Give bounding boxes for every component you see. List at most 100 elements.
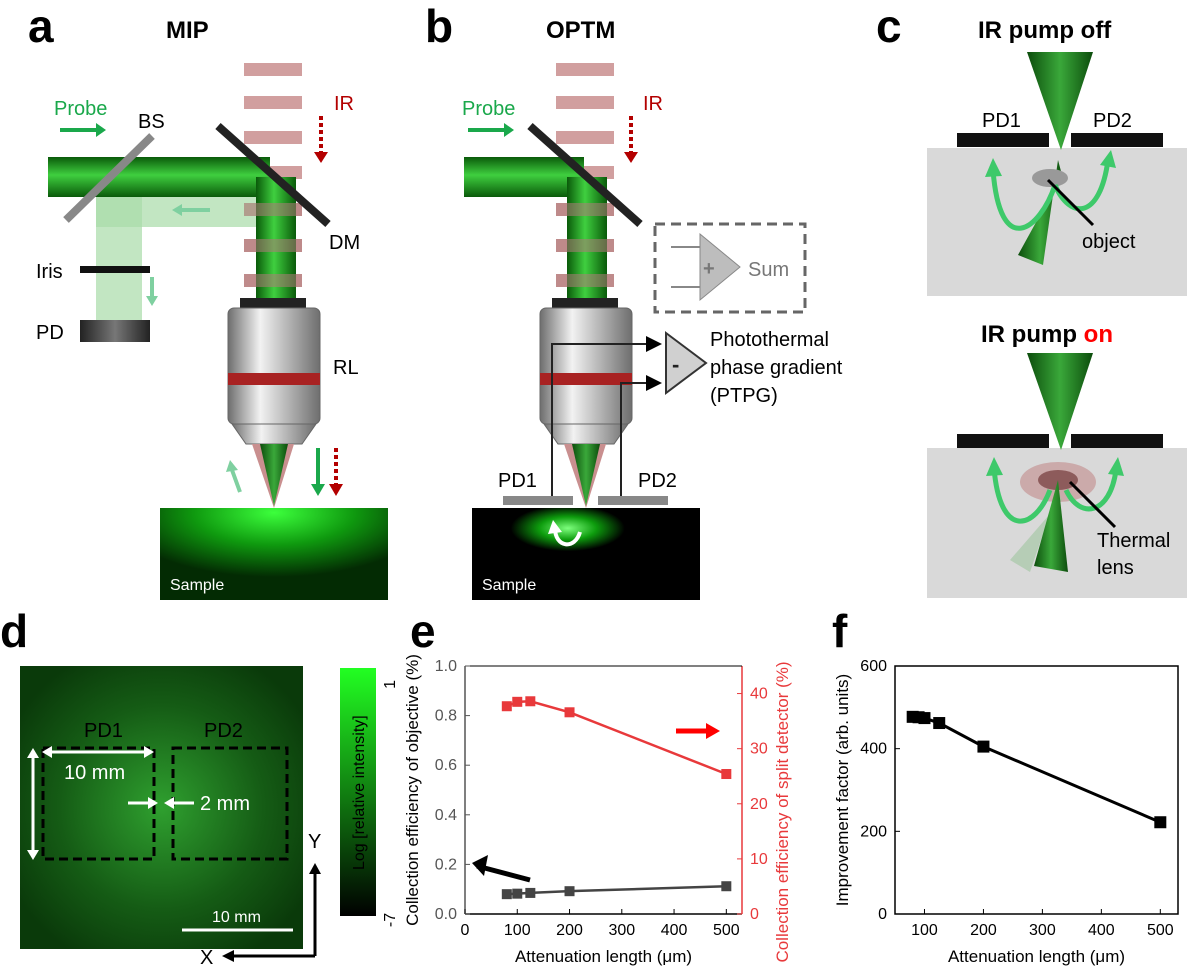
rl-label: RL [333,357,359,379]
y-tick-label-f: 600 [860,658,887,675]
y-tick-label-f: 200 [860,823,887,840]
data-point-e-0 [525,887,536,898]
pd1-label-c: PD1 [982,110,1021,132]
series-line-e-0 [506,884,727,896]
dichroic-mirror [215,123,331,227]
pd-label: PD [36,322,64,344]
svg-text:+: + [703,258,715,280]
bs-label: BS [138,111,165,133]
x-tick-label-f: 300 [1029,922,1056,939]
y-tick-label-e: 0.4 [435,807,457,824]
colorbar-min: -7 [382,913,399,927]
size-label: 10 mm [64,762,125,784]
x-tick-label-e: 200 [556,922,583,939]
data-point-e-1 [501,701,512,712]
pd1-c [957,133,1049,147]
sum-label: Sum [748,259,789,281]
panel-f-letter: f [832,605,848,657]
y2-tick-label-e: 10 [750,851,768,868]
y-tick-label-e: 0.2 [435,856,457,873]
colorbar-max: 1 [382,680,399,689]
panel-b: b OPTM Probe IR [425,0,843,600]
scale-label: 10 mm [212,909,261,926]
probe-beam-b [464,157,584,197]
data-point-e-0 [512,888,523,899]
ir-label-b: IR [643,93,663,115]
thermal-label-1: Thermal [1097,530,1170,552]
colorbar-label: Log [relative intensity] [351,715,368,870]
y-axis-label-f: Improvement factor (arb. units) [833,674,852,906]
data-point-e-1 [512,696,523,707]
objective-lens-a [227,298,321,445]
object [1032,169,1068,187]
objective-lens-b [539,298,633,445]
pd2-label-b: PD2 [638,470,677,492]
data-point-e-1 [721,769,732,780]
y2-tick-label-e: 0 [750,906,759,923]
panel-d: d PD1 PD2 10 mm 2 mm 10 mm Y X 1 -7 [0,605,399,969]
panel-e-letter: e [410,605,436,657]
ptpg-line2: phase gradient [710,357,843,379]
dm-label: DM [329,232,360,254]
y-tick-label-e: 1.0 [435,658,457,675]
y2-tick-label-e: 30 [750,741,768,758]
thermal-label-2: lens [1097,557,1134,579]
x-tick-label-f: 400 [1088,922,1115,939]
probe-beam [48,157,270,197]
axis-x-label: X [200,947,213,969]
object-label: object [1082,231,1136,253]
sample-label-b: Sample [482,577,536,594]
gap-label: 2 mm [200,793,250,815]
pd2-label-c: PD2 [1093,110,1132,132]
data-point-f [1154,816,1167,829]
x-tick-label-f: 200 [970,922,997,939]
colorbar [340,668,376,916]
y-axis-label-e: Collection efficiency of objective (%) [403,654,422,926]
beam-splitter [63,133,155,223]
pd2-c [1071,133,1163,147]
ptpg-amplifier: - [551,331,708,498]
probe-label-b: Probe [462,98,515,120]
pd1-bar-b [503,496,573,505]
panel-c: c IR pump off PD1 PD2 object IR pump on … [876,0,1187,598]
y-tick-label-e: 0.6 [435,757,457,774]
data-point-f [918,712,931,725]
y-tick-label-e: 0.0 [435,906,457,923]
panel-b-letter: b [425,0,453,52]
x-tick-label-e: 100 [504,922,531,939]
pd2-bar-b [598,496,668,505]
return-beam-vertical [96,197,142,322]
sum-amplifier: + Sum [653,222,807,314]
sample-b [472,508,700,600]
pd2-label-d: PD2 [204,720,243,742]
y-tick-label-f: 0 [878,906,887,923]
pd1-label-d: PD1 [84,720,123,742]
data-point-e-0 [564,886,575,897]
x-tick-label-e: 500 [713,922,740,939]
y2-tick-label-e: 20 [750,796,768,813]
panel-d-letter: d [0,605,28,657]
panel-a-letter: a [28,0,54,52]
intensity-map [20,666,303,949]
y2-axis-label-e: Collection efficiency of split detector … [773,661,792,962]
iris [80,266,150,273]
data-point-e-1 [525,696,536,707]
ptpg-line1: Photothermal [710,329,829,351]
data-point-e-1 [564,707,575,718]
y-tick-label-e: 0.8 [435,708,457,725]
x-tick-label-f: 100 [911,922,938,939]
probe-label-a: Probe [54,98,107,120]
ir-label-a: IR [334,93,354,115]
axis-y-label: Y [308,831,321,853]
plot-frame-f [894,665,1179,915]
svg-text:-: - [672,352,679,377]
data-point-e-0 [721,881,732,892]
series-line-f [912,715,1161,824]
ptpg-line3: (PTPG) [710,385,778,407]
x-tick-label-f: 500 [1147,922,1174,939]
photodetector [80,320,150,342]
panel-c-letter: c [876,0,902,52]
